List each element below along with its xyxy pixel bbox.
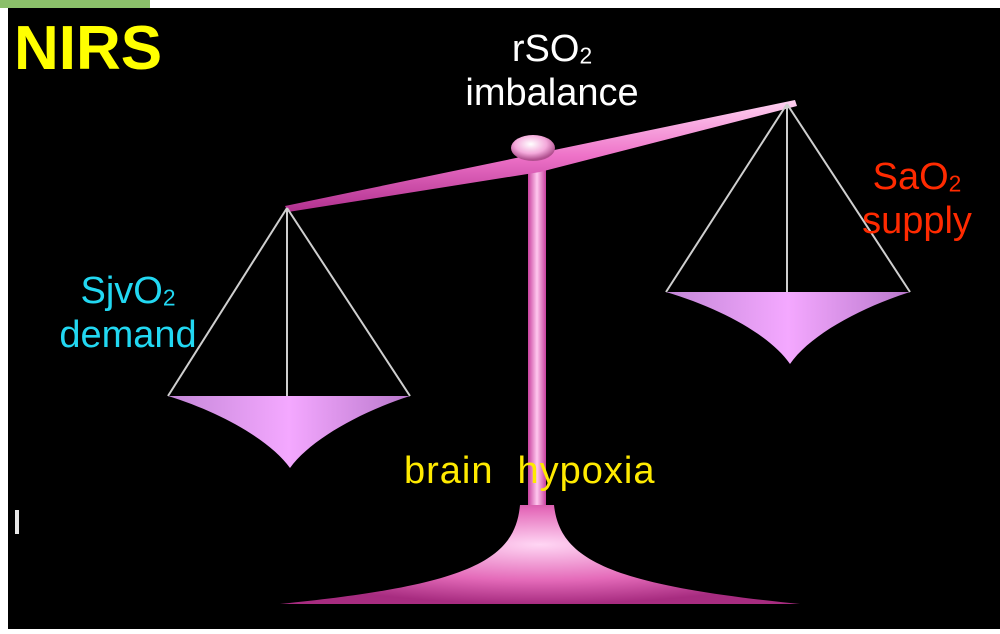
pivot-knob <box>511 135 555 161</box>
corner-accent <box>0 0 150 8</box>
rso2-imbalance-label: rSO2 imbalance <box>432 30 672 112</box>
left-edge-strip <box>0 8 8 629</box>
title: NIRS <box>14 18 162 80</box>
sao2-supply-label: SaO2 supply <box>832 158 1000 240</box>
left-edge-mark <box>15 510 19 534</box>
sjvo2-demand-label: SjvO2 demand <box>28 272 228 354</box>
